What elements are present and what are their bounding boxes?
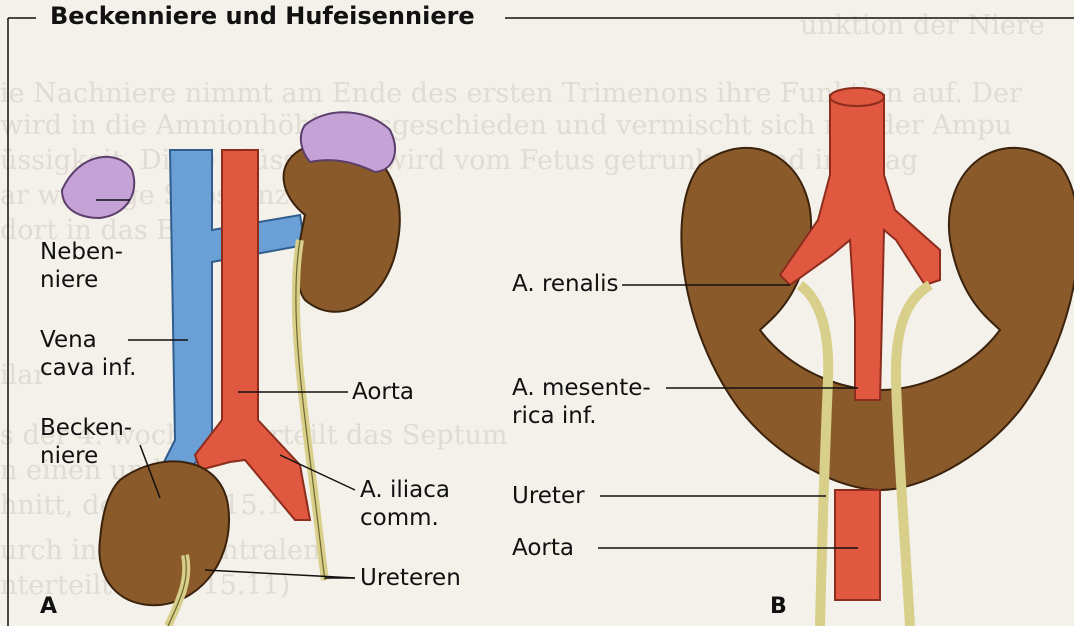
label-nebenniere: Neben- niere [40,239,123,293]
panel-b-letter: B [770,594,787,619]
label-aorta-a: Aorta [352,379,414,405]
aorta-b [778,94,941,401]
label-ureter: Ureter [512,483,585,509]
leader-iliaca [279,454,356,491]
ureter-pelvic-outline [167,554,187,626]
label-beckenniere: Becken- niere [40,415,133,469]
label-a-iliaca: A. iliaca comm. [360,477,450,531]
label-ureteren: Ureteren [360,565,461,591]
panel-b-drawing [680,87,1074,626]
label-a-renalis: A. renalis [512,271,619,297]
vena-cava [158,149,307,471]
leader-ureteren-1 [204,569,356,579]
aorta-b-lower [834,489,881,601]
label-aorta-b: Aorta [512,535,574,561]
kidney-pelvic [98,460,230,607]
figure-title: Beckenniere und Hufeisenniere [42,2,483,30]
label-a-mesenterica: A. mesente- rica inf. [512,375,651,429]
panel-a-drawing [60,111,401,626]
panel-a-letter: A [40,594,58,619]
label-vena-cava: Vena cava inf. [40,327,137,381]
aorta-a [193,149,312,521]
panel-b-leaders [598,284,858,549]
panel-a-leaders [96,199,356,579]
adrenal-left [60,156,136,220]
aorta-b-top [829,87,885,107]
horseshoe-kidney [680,146,1074,492]
ureter-right-outline [295,239,326,581]
ureter-b-right [890,280,933,626]
adrenal-right [299,111,396,174]
leader-beckenniere [139,444,161,499]
ureter-b-left [796,281,834,626]
